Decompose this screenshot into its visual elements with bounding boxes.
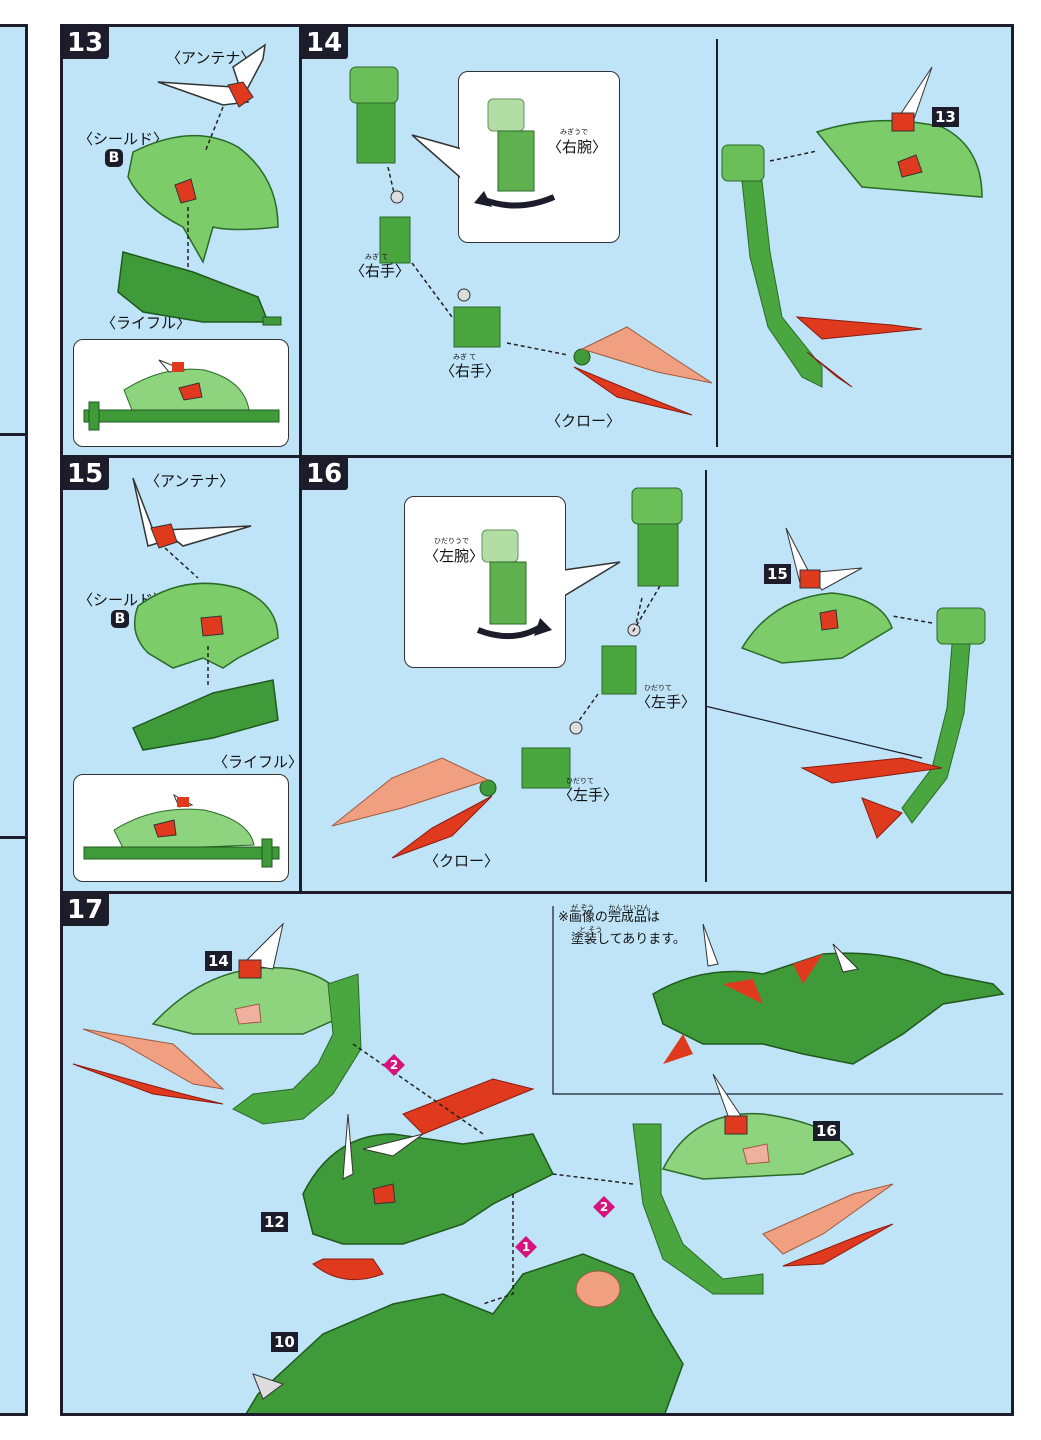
note-ruby-line-1: が ぞう かんせいひん — [571, 904, 651, 912]
right-hand-a-label: 〈右手〉 — [350, 262, 411, 280]
step-14-illustration — [349, 66, 983, 416]
step-16-panel: 16 ひだりうで 〈左腕〉 ひだりて 〈左手〉 — [299, 455, 1014, 894]
step-17-panel: 17 — [60, 891, 1014, 1416]
left-hand-b-label: 〈左手〉 — [558, 786, 619, 804]
painted-note-line-1: ※画像の完成品は — [558, 910, 660, 925]
step-16-number: 16 — [302, 458, 349, 490]
left-arm-label: 〈左腕〉 — [424, 547, 485, 565]
step-15-panel: 15 〈アンテナ〉 〈シールド〉 B 〈ライフル〉 — [60, 455, 302, 894]
step-13-number: 13 — [63, 27, 110, 59]
step-14-panel: 14 みぎうで 〈右腕〉 みぎ て — [299, 24, 1014, 458]
left-arm-rotate-callout — [404, 496, 566, 668]
order-2-number-left: 2 — [389, 1058, 399, 1072]
shield-part-b-badge: B — [111, 610, 129, 628]
left-arm-ruby: ひだりうで — [434, 537, 469, 545]
step-14-number: 14 — [302, 27, 349, 59]
right-arm-rotate-callout — [458, 71, 620, 243]
step-17-illustration — [72, 906, 1005, 1413]
shield-label: 〈シールド〉 — [78, 130, 169, 148]
step-13-completed-illustration — [83, 359, 280, 431]
order-1-marker: 1 — [515, 1236, 537, 1258]
step-15-completed-inset — [73, 774, 289, 882]
ref-step-14-badge: 14 — [205, 951, 232, 971]
claw-label: 〈クロー〉 — [424, 852, 500, 870]
ref-step-16-badge: 16 — [813, 1121, 840, 1141]
order-2-marker-left: 2 — [383, 1054, 405, 1076]
order-2-marker-right: 2 — [593, 1196, 615, 1218]
step-14-divider — [716, 39, 718, 447]
right-arm-ruby: みぎうで — [560, 128, 588, 136]
ref-step-10-badge: 10 — [271, 1332, 298, 1352]
step-13-panel: 13 〈アンテナ〉 〈シールド〉 B 〈ライフル〉 — [60, 24, 302, 458]
right-hand-a-ruby: みぎ て — [365, 253, 389, 261]
shield-part-b-badge: B — [105, 149, 123, 167]
step-13-illustration — [117, 43, 282, 326]
step-15-completed-illustration — [83, 793, 280, 868]
ref-step-12-badge: 12 — [261, 1212, 288, 1232]
ref-step-13-badge: 13 — [932, 107, 959, 127]
step-13-completed-inset — [73, 339, 289, 447]
step-16-illustration — [331, 487, 986, 859]
previous-page-panel-mid — [0, 433, 28, 839]
ref-step-15-badge: 15 — [764, 564, 791, 584]
left-hand-a-label: 〈左手〉 — [636, 693, 697, 711]
step-15-illustration — [132, 477, 279, 751]
note-ruby-line-2: と そう — [579, 926, 603, 934]
antenna-label: 〈アンテナ〉 — [145, 472, 235, 490]
right-hand-b-label: 〈右手〉 — [440, 362, 501, 380]
antenna-label: 〈アンテナ〉 — [166, 49, 256, 67]
rifle-label: 〈ライフル〉 — [101, 314, 192, 332]
rifle-label: 〈ライフル〉 — [213, 753, 302, 771]
previous-page-panel-bottom — [0, 836, 28, 1416]
left-hand-b-ruby: ひだりて — [566, 777, 594, 785]
right-hand-b-ruby: みぎ て — [453, 353, 477, 361]
step-16-divider — [705, 470, 707, 882]
order-2-number-right: 2 — [599, 1200, 609, 1214]
previous-page-panel-top — [0, 24, 28, 436]
painted-note-line-2: 塗装してあります。 — [571, 932, 686, 947]
claw-label: 〈クロー〉 — [546, 412, 622, 430]
right-arm-label: 〈右腕〉 — [547, 138, 608, 156]
step-17-number: 17 — [63, 894, 110, 926]
step-15-number: 15 — [63, 458, 110, 490]
order-1-number: 1 — [521, 1240, 531, 1254]
left-hand-a-ruby: ひだりて — [644, 684, 672, 692]
